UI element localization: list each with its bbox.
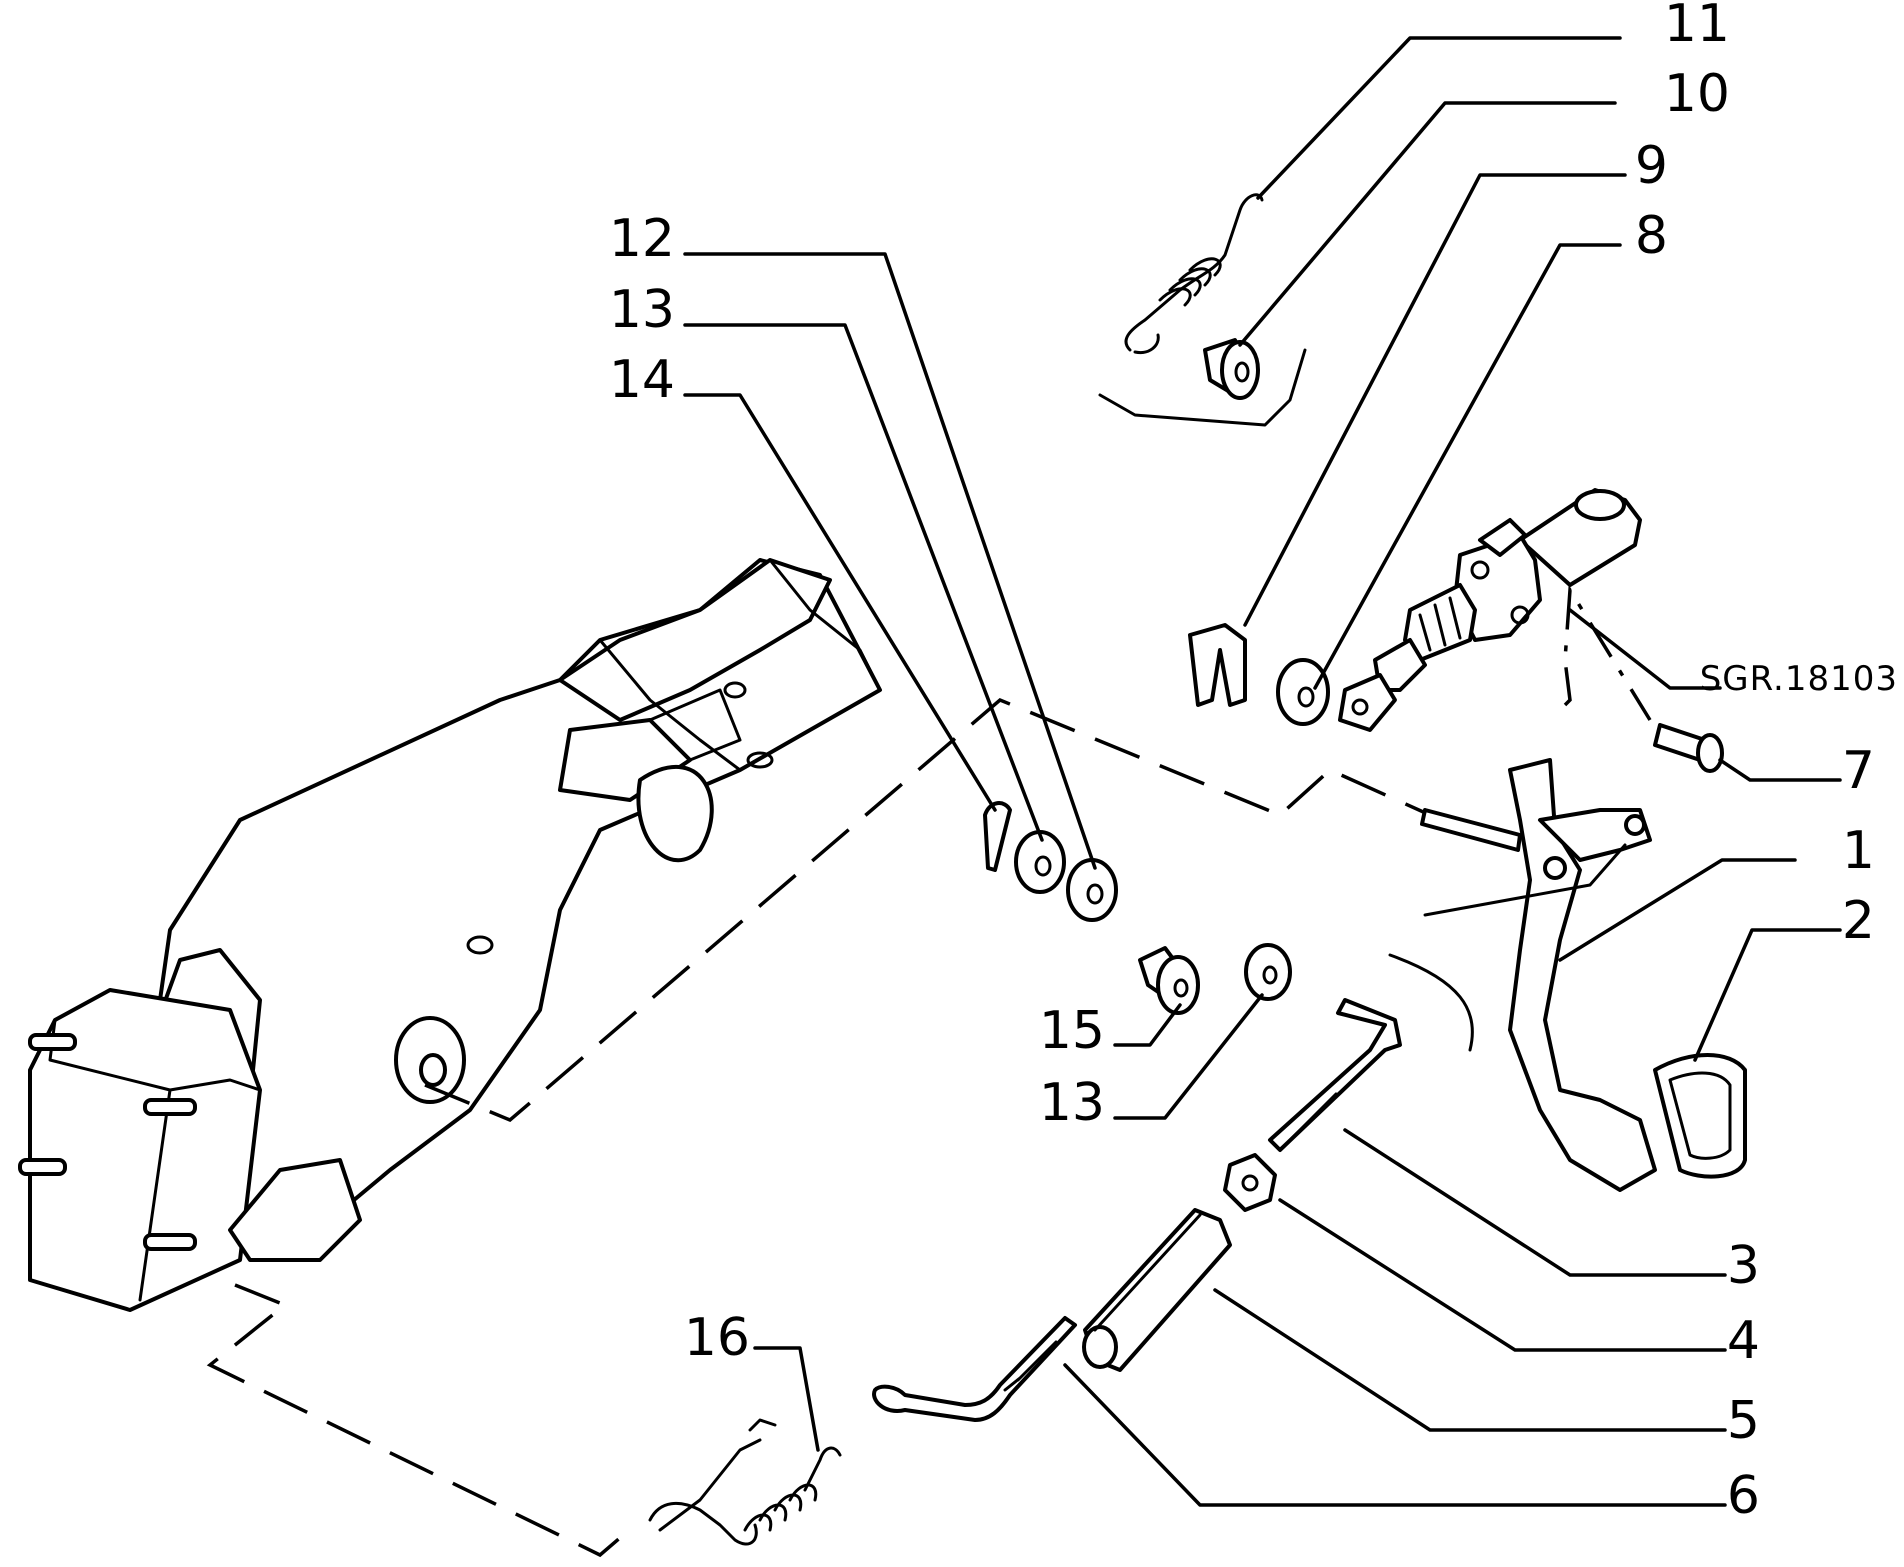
part-15-bushing: [1138, 946, 1200, 1015]
callout-5: 5: [1727, 1391, 1760, 1451]
part-7-clevis-pin: [1653, 723, 1724, 773]
part-8-washer: [1276, 658, 1330, 726]
leader-14: [683, 393, 997, 812]
callout-15: 15: [1039, 1001, 1105, 1061]
callout-8: 8: [1635, 206, 1668, 266]
callout-12: 12: [609, 209, 675, 269]
part-9-clip: [1188, 623, 1247, 707]
callout-6: 6: [1727, 1466, 1760, 1526]
assembly-dash-lines: [206, 584, 1652, 1558]
callout-7: 7: [1842, 741, 1875, 801]
part-10-bushing: [1203, 338, 1260, 400]
callout-11: 11: [1664, 0, 1730, 54]
callout-16: 16: [684, 1308, 750, 1368]
callout-labels: 1 2 3 4 5 6 7 8 9 10 11 12 13 14 15 13 1…: [609, 0, 1898, 1526]
part-2-pedal-pad: [1653, 1053, 1747, 1179]
leader-3: [1343, 1128, 1727, 1277]
leader-2: [1693, 928, 1842, 1062]
callout-10: 10: [1664, 64, 1730, 124]
pedal-bracket-assembly: [18, 558, 882, 1312]
leader-13-lower: [1113, 993, 1264, 1120]
part-4-nut: [1223, 1153, 1277, 1212]
leader-12: [683, 252, 1097, 870]
part-13-washer-upper: [1014, 830, 1066, 894]
part-16-return-spring: [648, 1418, 842, 1546]
callout-2: 2: [1842, 891, 1875, 951]
part-14-split-pin: [983, 801, 1012, 872]
leader-15: [1113, 1003, 1182, 1047]
callout-13-upper: 13: [609, 280, 675, 340]
part-3-threaded-rod: [1268, 998, 1402, 1152]
leader-6: [1063, 1363, 1727, 1507]
leader-1: [1558, 858, 1797, 962]
leader-lines: [683, 36, 1842, 1507]
leader-fork: [1098, 348, 1307, 427]
callout-1: 1: [1842, 821, 1875, 881]
leader-10: [1238, 101, 1617, 347]
callout-13-lower: 13: [1039, 1073, 1105, 1133]
leader-11: [1256, 36, 1622, 200]
part-13-washer-lower: [1244, 943, 1292, 1001]
master-cylinder: [1338, 488, 1642, 732]
part-11-return-spring: [1124, 193, 1264, 355]
callout-4: 4: [1727, 1311, 1760, 1371]
leader-7: [1718, 758, 1842, 782]
part-6-hooked-rod: [872, 1316, 1077, 1422]
callout-9: 9: [1635, 136, 1668, 196]
leader-ref: [1568, 608, 1722, 690]
leader-13-upper: [683, 323, 1044, 842]
callout-14: 14: [609, 350, 675, 410]
part-12-washer: [1066, 858, 1118, 922]
reference-code: SGR.18103: [1700, 659, 1898, 699]
part-5-hex-sleeve: [1082, 1208, 1232, 1372]
leader-16: [753, 1346, 820, 1452]
part-1-clutch-pedal: [1388, 758, 1657, 1192]
leader-5: [1213, 1288, 1727, 1432]
leader-8: [1313, 243, 1622, 690]
leader-4: [1278, 1198, 1727, 1352]
leader-9: [1243, 173, 1627, 627]
callout-3: 3: [1727, 1236, 1760, 1296]
